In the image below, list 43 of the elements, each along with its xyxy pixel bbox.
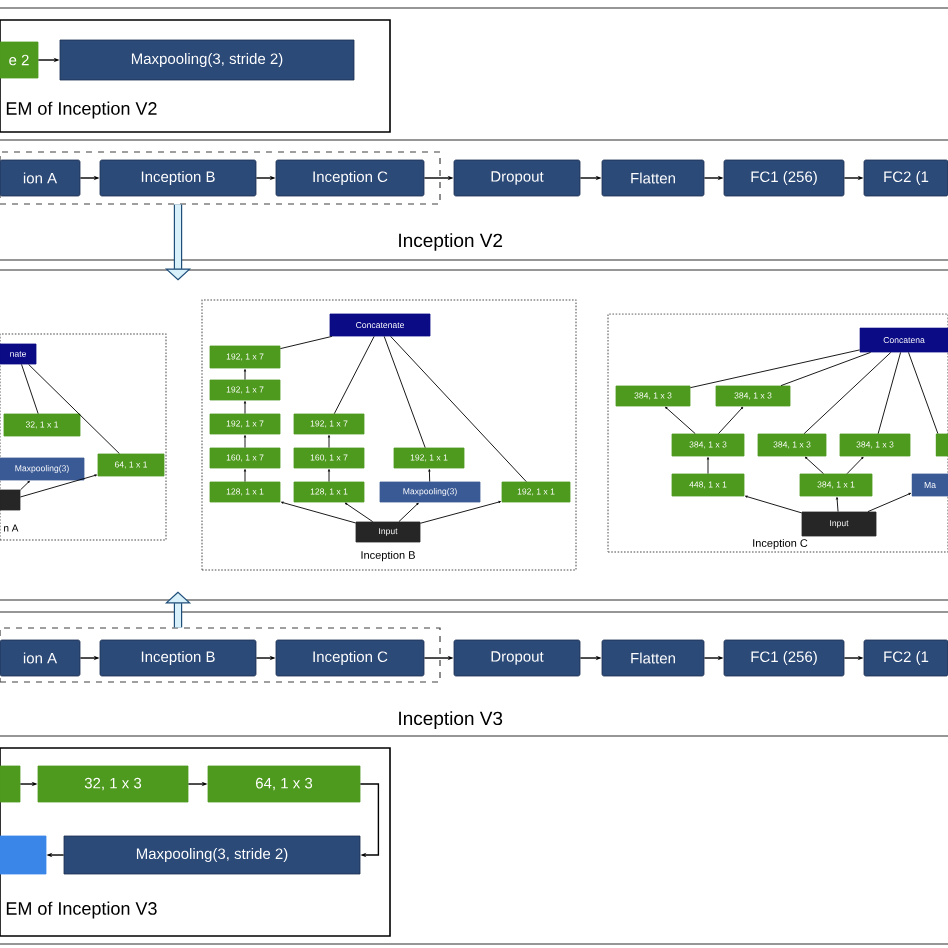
module-title: EM of Inception V3	[6, 901, 157, 919]
arrow	[243, 435, 247, 449]
arrow	[745, 495, 803, 514]
conv-block	[0, 765, 21, 803]
connector-line	[780, 351, 872, 387]
module-title: EM of Inception V2	[6, 101, 157, 119]
arrow	[327, 435, 331, 449]
dashed-group	[0, 151, 441, 205]
connector-line	[689, 349, 861, 389]
arrow	[836, 497, 839, 513]
arrow	[428, 469, 431, 483]
arrow	[419, 501, 501, 524]
arrow	[804, 456, 824, 475]
connector-line	[333, 335, 375, 415]
conv-block	[935, 433, 948, 457]
connector-line	[28, 363, 120, 455]
arrow	[706, 457, 710, 475]
arrow	[19, 474, 97, 498]
arrow	[359, 783, 380, 858]
connector-line	[877, 351, 902, 435]
connector-line	[279, 335, 333, 350]
connector-line	[383, 335, 426, 449]
arrow	[19, 480, 30, 491]
arrow	[281, 501, 357, 524]
connector-line	[21, 363, 39, 415]
section-title: Inception V2	[399, 233, 503, 251]
connector-line	[908, 351, 939, 435]
arrow	[344, 502, 374, 523]
output-block	[0, 835, 47, 875]
arrow	[243, 369, 247, 381]
arrow	[243, 401, 247, 415]
arrow	[398, 502, 419, 523]
arrow	[665, 406, 696, 435]
arrow	[327, 469, 331, 483]
arrow	[867, 492, 912, 513]
section-title: Inception V3	[399, 711, 503, 729]
connector-line	[803, 351, 892, 435]
arrow	[846, 456, 864, 475]
input-block	[0, 489, 21, 511]
connector-line	[390, 335, 527, 483]
arrow	[718, 406, 744, 435]
dashed-group	[0, 627, 441, 683]
arrow	[243, 469, 247, 483]
